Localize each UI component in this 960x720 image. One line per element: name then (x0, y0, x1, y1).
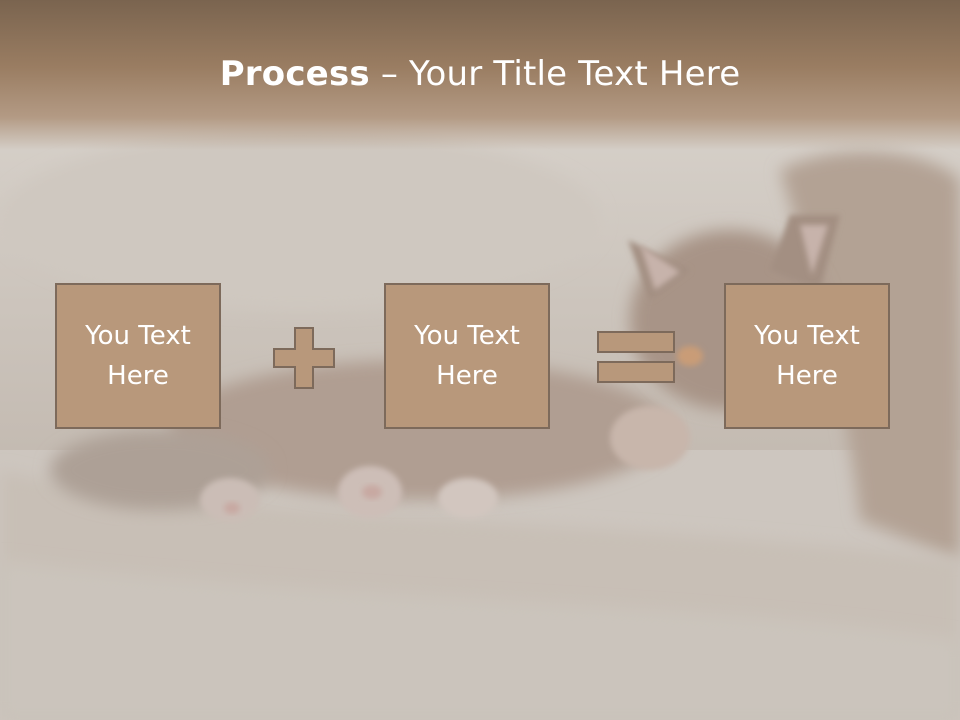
equals-icon (597, 331, 675, 383)
process-box-2: You Text Here (384, 283, 550, 429)
process-box-3: You Text Here (724, 283, 890, 429)
process-box-text: You Text Here (754, 321, 860, 391)
title-rest-text: – Your Title Text Here (369, 54, 741, 94)
plus-icon (273, 327, 335, 389)
title-band (0, 0, 960, 150)
slide-title: Process – Your Title Text Here (0, 52, 960, 96)
process-box-text: You Text Here (85, 321, 191, 391)
title-bold-text: Process (219, 54, 370, 94)
process-box-text: You Text Here (414, 321, 520, 391)
process-box-1: You Text Here (55, 283, 221, 429)
